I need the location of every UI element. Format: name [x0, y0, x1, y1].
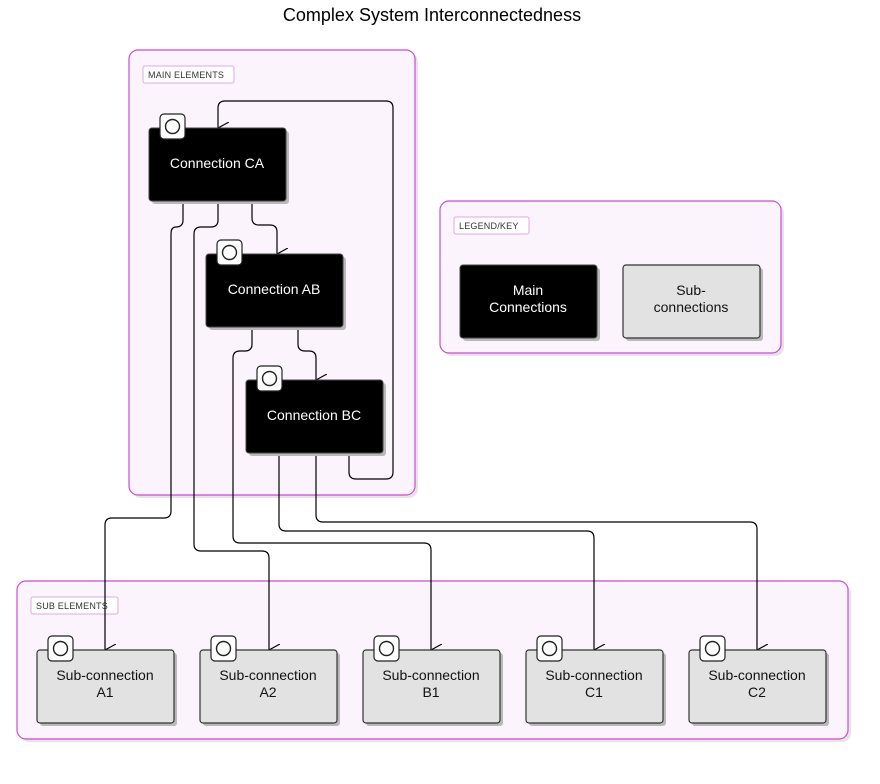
node-label: Connection CA	[170, 155, 265, 171]
node-sub-connection-c2[interactable]: Sub-connection C2	[688, 635, 829, 726]
edge-ca-a1	[105, 201, 184, 650]
node-connection-ab[interactable]: Connection AB	[205, 239, 346, 330]
diagram-title: Complex System Interconnectedness	[283, 5, 581, 25]
node-label-line2: A1	[96, 684, 113, 700]
node-label-line2: B1	[422, 684, 439, 700]
edge-ca-a2	[193, 201, 269, 650]
edge-ab-b1	[232, 327, 431, 650]
node-label-line1: Sub-connection	[219, 667, 316, 683]
legend-main-line2: Connections	[489, 299, 567, 315]
node-label-line2: C2	[748, 684, 766, 700]
component-icon-circle	[221, 244, 238, 261]
main-elements-label: MAIN ELEMENTS	[148, 70, 224, 80]
node-label-line2: A2	[259, 684, 276, 700]
component-icon-circle	[704, 640, 721, 657]
legend-sub-line2: connections	[654, 299, 729, 315]
component-icon-circle	[378, 640, 395, 657]
node-sub-connection-b1[interactable]: Sub-connection B1	[362, 635, 503, 726]
node-connection-ca[interactable]: Connection CA	[148, 113, 289, 204]
legend-main-line1: Main	[513, 282, 543, 298]
sub-elements-label: SUB ELEMENTS	[36, 601, 108, 611]
node-sub-connection-c1[interactable]: Sub-connection C1	[525, 635, 666, 726]
edge-bc-c1	[278, 453, 594, 650]
component-icon-circle	[261, 370, 278, 387]
node-label-line1: Sub-connection	[56, 667, 153, 683]
node-label: Connection BC	[267, 407, 361, 423]
node-label-line2: C1	[585, 684, 603, 700]
legend-main-connections: Main Connections	[459, 264, 600, 341]
component-icon-circle	[52, 640, 69, 657]
edge-bc-ca	[218, 100, 394, 480]
node-label-line1: Sub-connection	[708, 667, 805, 683]
edges	[105, 100, 757, 650]
node-connection-bc[interactable]: Connection BC	[245, 365, 386, 456]
node-sub-connection-a1[interactable]: Sub-connection A1	[36, 635, 177, 726]
edge-ca-ab	[251, 201, 277, 254]
node-label: Connection AB	[228, 281, 321, 297]
edge-bc-c2	[315, 453, 757, 650]
component-icon-circle	[164, 118, 181, 135]
legend-label: LEGEND/KEY	[459, 221, 519, 231]
legend-sub-connections: Sub- connections	[622, 264, 763, 341]
node-label-line1: Sub-connection	[545, 667, 642, 683]
legend-sub-line1: Sub-	[676, 282, 706, 298]
component-icon-circle	[541, 640, 558, 657]
edge-ab-bc	[297, 327, 316, 380]
node-sub-connection-a2[interactable]: Sub-connection A2	[199, 635, 340, 726]
component-icon-circle	[215, 640, 232, 657]
node-label-line1: Sub-connection	[382, 667, 479, 683]
